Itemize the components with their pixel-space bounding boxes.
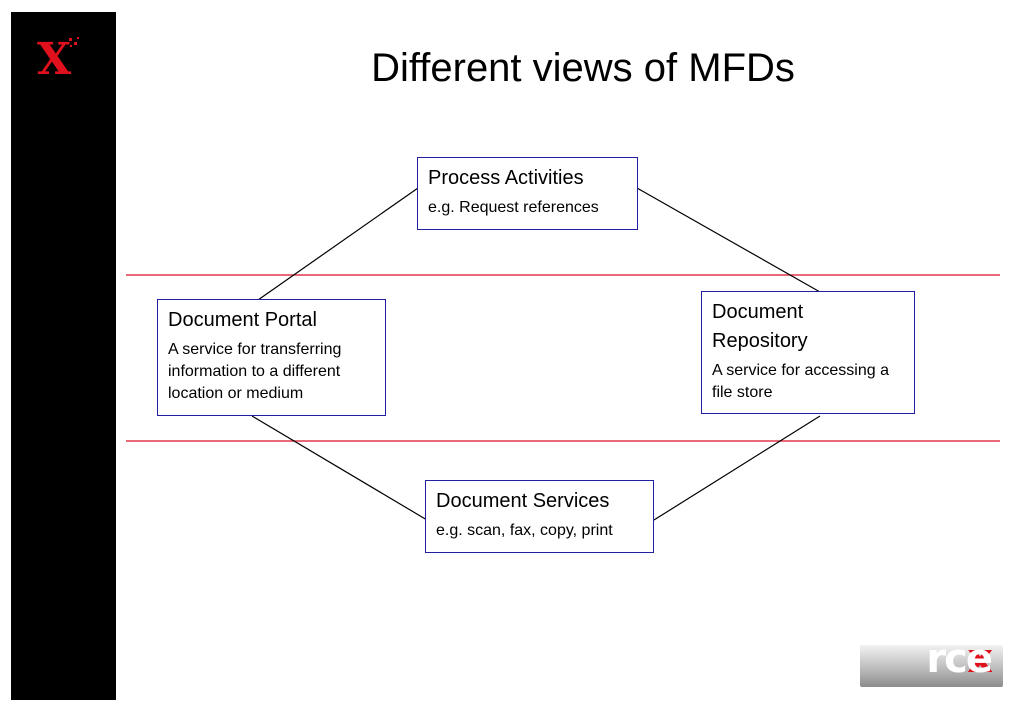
edge-repository-to-services xyxy=(653,415,821,521)
node-description: e.g. Request references xyxy=(428,199,599,216)
node-title: Document Repository xyxy=(712,301,808,352)
edge-portal-to-services xyxy=(251,415,428,521)
node-description: A service for transferring information t… xyxy=(168,341,342,402)
sidebar-band: X xyxy=(11,12,116,700)
node-description: A service for accessing a file store xyxy=(712,362,889,401)
node-process-activities: Process Activities e.g. Request referenc… xyxy=(417,157,638,230)
xerox-logo-icon: X xyxy=(37,34,79,82)
svg-text:X: X xyxy=(37,34,72,82)
slide-title: Different views of MFDs xyxy=(371,46,795,90)
node-document-repository: Document Repository A service for access… xyxy=(701,291,915,414)
node-title: Document Portal xyxy=(168,309,317,331)
node-title: Process Activities xyxy=(428,167,584,189)
edge-process-to-portal xyxy=(257,187,419,301)
node-title: Document Services xyxy=(436,490,610,512)
edge-process-to-repository xyxy=(636,187,821,293)
node-document-portal: Document Portal A service for transferri… xyxy=(157,299,386,416)
node-document-services: Document Services e.g. scan, fax, copy, … xyxy=(425,480,654,553)
node-description: e.g. scan, fax, copy, print xyxy=(436,522,613,539)
